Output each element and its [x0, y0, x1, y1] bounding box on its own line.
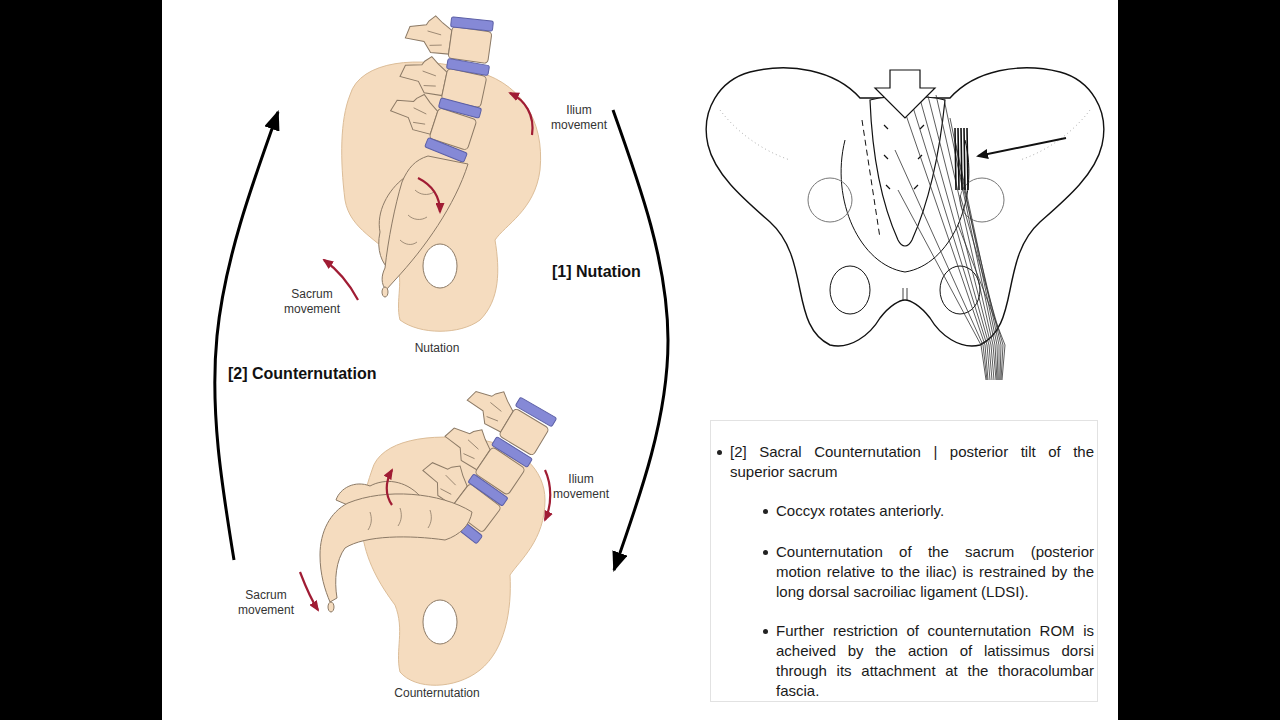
counternutation-figure — [300, 378, 557, 685]
movement-arrow — [387, 470, 392, 505]
disc — [515, 397, 556, 427]
pubic-symphysis — [903, 288, 907, 300]
illustration-panel: Ilium movementSacrum movementNutation — [278, 15, 613, 360]
nutation-figure — [324, 12, 541, 331]
illustration-panel: Ilium movementSacrum movementCounternuta… — [234, 385, 614, 705]
obturator-foramen — [830, 266, 870, 314]
movement-arrow — [300, 572, 318, 610]
pointer-arrow — [978, 138, 1066, 156]
sacrum-bone — [382, 156, 468, 290]
movement-arrow — [510, 93, 533, 135]
pelvis-outline — [706, 68, 1104, 346]
ligament-bundle — [955, 128, 968, 190]
connector-group — [215, 110, 668, 570]
ligament-fibers — [895, 95, 1005, 380]
sacral-foramina — [884, 125, 924, 189]
disc — [446, 58, 489, 75]
obturator-foramen — [423, 600, 457, 644]
slide-background — [162, 0, 1118, 720]
bullet-text: Further restriction of counternutation R… — [776, 621, 1094, 701]
curved-arrow — [613, 110, 668, 570]
obturator-foramen — [423, 244, 457, 288]
bullet-text: Coccyx rotates anteriorly. — [776, 501, 1094, 521]
bullet-heading: [2] Sacral Counternutation | posterior t… — [730, 442, 1094, 482]
disc — [438, 98, 481, 119]
figure-caption: Nutation — [387, 341, 487, 356]
ilium-bone — [342, 62, 541, 331]
text-panel: [2] Sacral Counternutation | posterior t… — [710, 420, 1098, 702]
bullet-text: Counternutation of the sacrum (posterior… — [776, 542, 1094, 602]
sacrum-bone — [320, 494, 472, 602]
coccyx-bone — [382, 287, 388, 297]
disc — [492, 437, 533, 468]
movement-label: Ilium movement — [550, 472, 612, 502]
edge-label: [2] Counternutation — [228, 364, 376, 384]
movement-label: Sacrum movement — [282, 287, 342, 317]
pelvis-ligament-figure — [706, 68, 1104, 380]
edge-label: [1] Nutation — [552, 262, 641, 282]
movement-label: Sacrum movement — [236, 588, 296, 618]
movement-arrow — [545, 470, 550, 520]
vertebra — [403, 12, 493, 63]
coccyx-bone — [328, 602, 334, 612]
acetabulum — [808, 178, 852, 222]
curved-arrow — [215, 112, 278, 560]
disc — [468, 474, 508, 506]
force-arrow — [875, 70, 935, 118]
disc — [451, 17, 494, 31]
sacral-foramina — [400, 190, 434, 244]
ligament-edge — [862, 120, 880, 238]
sacral-foramina — [368, 508, 431, 530]
movement-label: Ilium movement — [548, 103, 610, 133]
movement-arrow — [418, 178, 440, 212]
figure-caption: Counternutation — [377, 686, 497, 701]
